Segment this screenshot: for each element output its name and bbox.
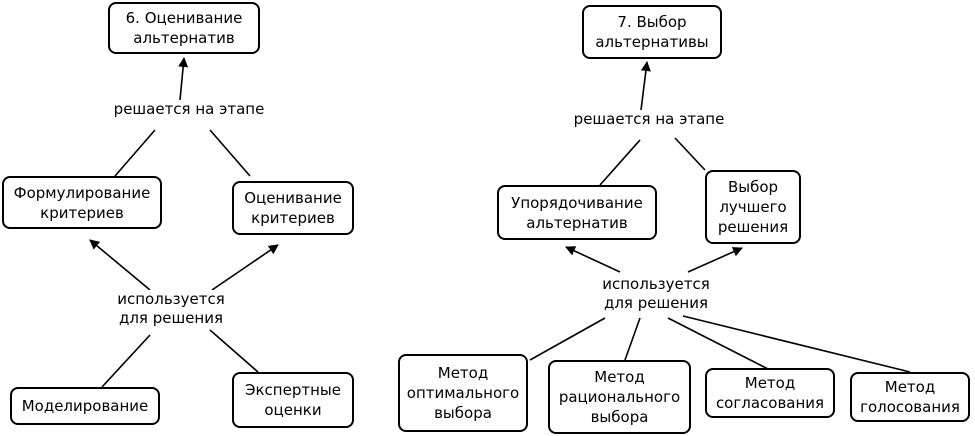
- left-task-b-node: Оценивание критериев: [232, 181, 354, 235]
- arrow-left-link-to-stage: [178, 57, 189, 101]
- left-method-link-label: используется для решения: [108, 290, 234, 328]
- line-left-task-a-to-link: [114, 129, 156, 177]
- left-task-a-node: Формулирование критериев: [2, 176, 162, 229]
- right-stage-node: 7. Выбор альтернативы: [582, 5, 722, 59]
- left-method-b-node: Экспертные оценки: [232, 372, 354, 428]
- left-stage-node: 6. Оценивание альтернатив: [108, 2, 260, 54]
- line-left-method-a-to-link: [101, 334, 151, 388]
- right-task-b-node: Выбор лучшего решения: [705, 170, 801, 244]
- line-right-method-d-to-link: [682, 315, 911, 373]
- line-right-method-b-to-link: [624, 317, 641, 361]
- arrow-left-link-to-task-b: [211, 244, 279, 291]
- arrow-left-link-to-task-a: [89, 239, 151, 291]
- arrow-right-link-to-task-b: [687, 247, 743, 273]
- right-method-a-node: Метод оптимального выбора: [398, 354, 528, 432]
- line-right-method-a-to-link: [529, 317, 606, 361]
- line-left-task-b-to-link: [209, 129, 251, 177]
- line-right-task-a-to-link: [599, 139, 641, 186]
- right-method-link-label: используется для решения: [593, 275, 719, 313]
- right-task-a-node: Упорядочивание альтернатив: [497, 185, 657, 240]
- arrow-right-link-to-stage: [640, 61, 651, 111]
- right-stage-link-label: решается на этапе: [568, 110, 730, 129]
- left-method-a-node: Моделирование: [10, 387, 160, 425]
- left-stage-link-label: решается на этапе: [106, 100, 272, 119]
- right-method-c-node: Метод согласования: [705, 368, 835, 418]
- line-left-method-b-to-link: [209, 329, 259, 373]
- line-right-task-b-to-link: [674, 137, 706, 171]
- right-method-d-node: Метод голосования: [850, 372, 970, 422]
- right-method-b-node: Метод рационального выбора: [548, 360, 691, 434]
- arrow-right-link-to-task-a: [565, 246, 621, 273]
- line-right-method-c-to-link: [667, 317, 771, 371]
